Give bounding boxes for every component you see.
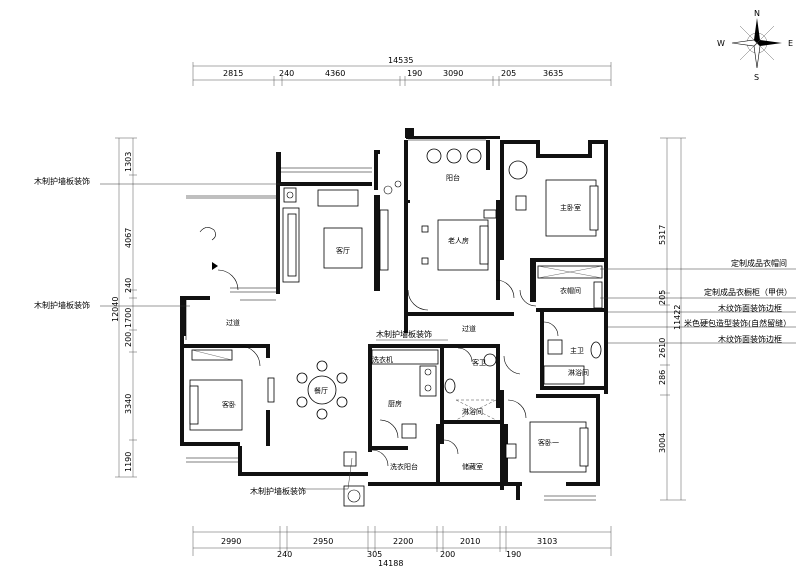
bottom-dimensions: 2990 2950 2200 2010 3103 240 305 200 190… (192, 526, 612, 568)
room-elder: 老人房 (448, 236, 469, 245)
room-storage: 储藏室 (462, 462, 483, 471)
room-laundry-balcony: 洗衣阳台 (390, 462, 418, 471)
room-master-bath: 主卫 (570, 346, 584, 355)
dim-top-6: 205 (501, 69, 516, 78)
room-master: 主卧室 (560, 203, 581, 212)
room-cloakroom: 衣帽间 (560, 286, 581, 295)
note-right-3: 木纹饰面装饰边框 (718, 303, 782, 313)
compass-rose: N S W E (717, 9, 793, 82)
room-hall1: 过道 (226, 318, 240, 327)
door-swings (217, 269, 559, 467)
dim-bottom-8: 200 (440, 550, 455, 559)
walls (180, 128, 608, 500)
dim-right-3: 2610 (658, 338, 667, 358)
room-labels: 阳台 客厅 老人房 主卧室 衣帽间 主卫 淋浴间 过道 过道 客卧 餐厅 厨房 … (222, 173, 589, 471)
room-guest-right: 客卧一 (538, 438, 559, 447)
dim-right-2: 205 (658, 290, 667, 305)
note-left-1: 木制护墙板装饰 (34, 176, 90, 186)
dim-right-4: 286 (658, 370, 667, 385)
dim-bottom-5: 3103 (537, 537, 557, 546)
note-left-2: 木制护墙板装饰 (34, 300, 90, 310)
room-dining: 餐厅 (314, 386, 328, 395)
room-shower2: 淋浴间 (462, 407, 483, 416)
compass-w: W (717, 39, 725, 48)
dim-top-3: 4360 (325, 69, 345, 78)
note-center: 木制护墙板装饰 (376, 329, 432, 339)
room-hall2: 过道 (462, 324, 476, 333)
compass-e: E (788, 39, 793, 48)
room-balcony: 阳台 (446, 173, 460, 182)
dim-bottom-3: 2200 (393, 537, 413, 546)
dim-left-7: 1190 (124, 452, 133, 472)
dim-top-5: 3090 (443, 69, 463, 78)
room-washer: 洗衣机 (372, 355, 393, 364)
top-dimensions: 14535 2815 240 4360 190 3090 205 3635 (192, 56, 612, 86)
room-kitchen: 厨房 (388, 399, 402, 408)
dim-left-2: 4067 (124, 228, 133, 248)
dim-top-1: 2815 (223, 69, 243, 78)
dim-top-4: 190 (407, 69, 422, 78)
room-guest-bath: 客卫 (472, 358, 486, 367)
dim-left-3: 240 (124, 278, 133, 293)
dim-bottom-6: 240 (277, 550, 292, 559)
note-right-1: 定制成品衣帽间 (731, 258, 787, 268)
note-right-2: 定制成品衣橱柜（甲供） (704, 287, 792, 297)
dim-right-5: 3004 (658, 433, 667, 453)
dim-bottom-1: 2990 (221, 537, 241, 546)
dim-right-total: 11422 (673, 305, 682, 330)
room-living: 客厅 (336, 246, 350, 255)
dim-left-total: 12040 (111, 297, 120, 322)
note-bottom: 木制护墙板装饰 (250, 486, 306, 496)
annotations: 木制护墙板装饰 木制护墙板装饰 木制护墙板装饰 木制护墙板装饰 定制成品衣帽间 … (34, 176, 796, 496)
room-guest-left: 客卧 (222, 400, 236, 409)
dim-bottom-4: 2010 (460, 537, 480, 546)
note-right-5: 木纹饰面装饰边框 (718, 334, 782, 344)
dim-bottom-7: 305 (367, 550, 382, 559)
room-shower: 淋浴间 (568, 368, 589, 377)
dim-left-5: 200 (124, 332, 133, 347)
dim-top-7: 3635 (543, 69, 563, 78)
furniture (189, 148, 603, 507)
compass-n: N (754, 9, 760, 18)
dim-left-6: 3340 (124, 394, 133, 414)
left-dimensions: 12040 1303 4067 240 1700 200 3340 1190 (111, 137, 137, 478)
note-right-4: 米色硬包造型装饰(自然留缝） (684, 318, 791, 328)
dim-top-2: 240 (279, 69, 294, 78)
dim-bottom-2: 2950 (313, 537, 333, 546)
dim-bottom-total: 14188 (378, 559, 403, 568)
dim-left-1: 1303 (124, 152, 133, 172)
dim-left-4: 1700 (124, 308, 133, 328)
dim-top-total: 14535 (388, 56, 413, 65)
dim-bottom-9: 190 (506, 550, 521, 559)
compass-s: S (754, 73, 759, 82)
dim-right-1: 5317 (658, 225, 667, 245)
right-dimensions: 11422 5317 205 2610 286 3004 (658, 137, 686, 501)
